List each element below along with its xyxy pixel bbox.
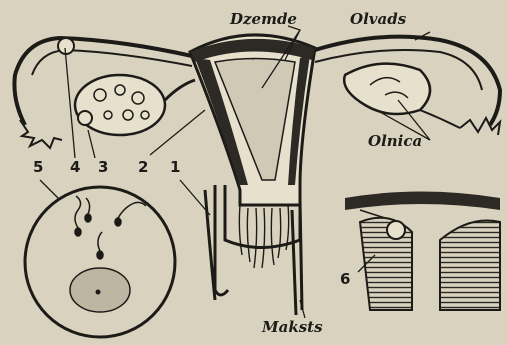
label-number-3: 3	[98, 158, 108, 176]
implantation-right-fold	[440, 220, 500, 310]
inset-egg	[70, 268, 130, 312]
label-olnica: Olnica	[368, 132, 422, 150]
label-number-5: 5	[33, 158, 43, 176]
label-number-4: 4	[70, 158, 80, 176]
implanting-embryo	[387, 221, 405, 239]
fertilization-inset	[25, 187, 175, 337]
label-number-2: 2	[138, 158, 148, 176]
ovarian-ligament	[165, 80, 195, 100]
label-olvads: Olvads	[350, 10, 406, 28]
label-maksts: Maksts	[262, 318, 323, 336]
label-number-1: 1	[170, 158, 180, 176]
cervical-strands	[239, 205, 288, 268]
label-dzemde: Dzemde	[230, 10, 297, 28]
implantation-inset-top	[345, 192, 500, 211]
label-number-6: 6	[340, 270, 350, 288]
ovulating-follicle	[78, 111, 92, 125]
right-ovary	[344, 64, 430, 114]
left-ovary	[75, 75, 165, 135]
egg-in-tube	[58, 38, 74, 54]
